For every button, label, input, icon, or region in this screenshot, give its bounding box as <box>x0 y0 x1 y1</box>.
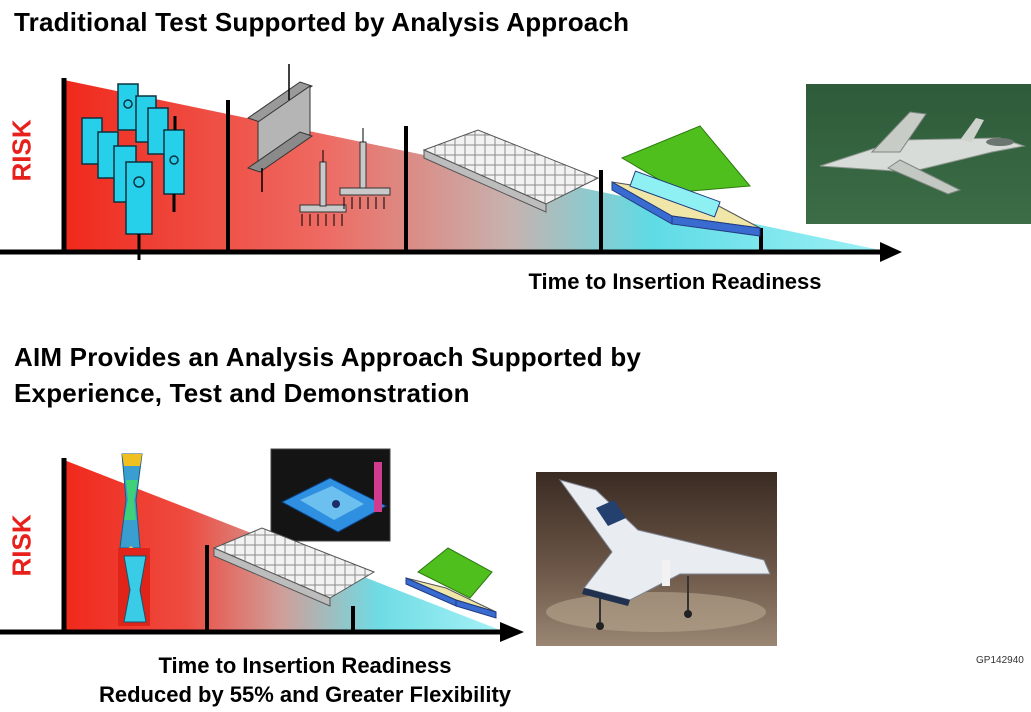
uav-aircraft-photo <box>536 472 777 646</box>
figure-code: GP142940 <box>976 655 1024 666</box>
coupon-specimens-icon <box>81 83 185 260</box>
i-beam-elements-icon <box>246 64 391 226</box>
bottom-title-line2: Experience, Test and Demonstration <box>14 378 470 408</box>
top-axes <box>0 78 902 262</box>
bottom-title-line1: AIM Provides an Analysis Approach Suppor… <box>14 342 642 372</box>
top-title: Traditional Test Supported by Analysis A… <box>14 7 630 37</box>
bottom-axis-label-line2: Reduced by 55% and Greater Flexibility <box>98 682 512 707</box>
bottom-axes <box>0 458 524 642</box>
top-axis-label: Time to Insertion Readiness <box>528 269 822 294</box>
bottom-wing-box-icon <box>405 547 497 619</box>
stiffened-panel-icon <box>422 129 600 213</box>
top-risk-label: RISK <box>6 119 37 182</box>
bottom-stiffened-panel-icon <box>212 527 376 607</box>
bottom-axis-label-line1: Time to Insertion Readiness <box>158 653 452 678</box>
jet-aircraft-photo <box>806 84 1031 224</box>
bottom-risk-label: RISK <box>6 514 37 577</box>
fea-panel-render-icon <box>270 448 391 542</box>
wing-box-component-icon <box>611 125 761 237</box>
coupon-fea-icon <box>118 453 150 626</box>
